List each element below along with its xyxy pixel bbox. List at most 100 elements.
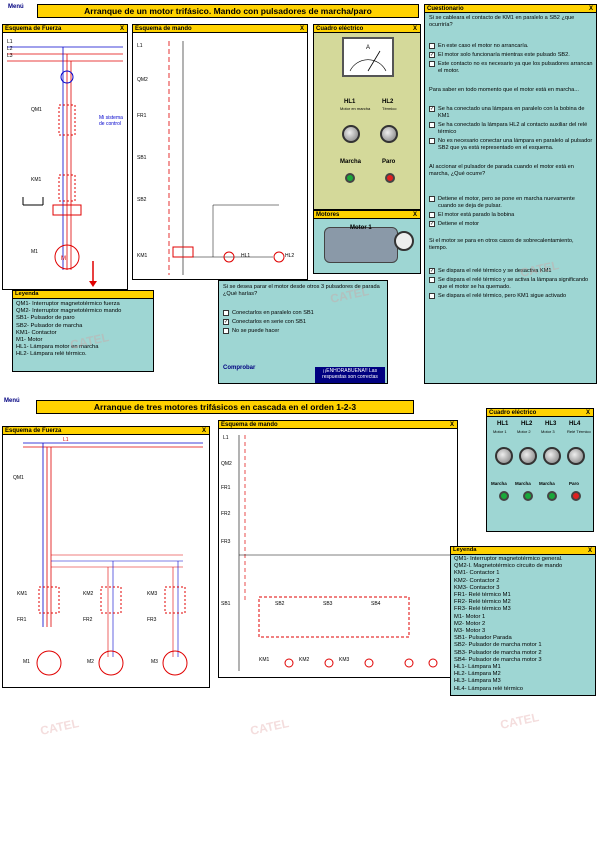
button-label: Marcha [515, 481, 531, 486]
system-note: Mi sistema de control [99, 115, 123, 127]
control-window-title: Esquema de mando [133, 25, 307, 33]
lamp-indicator [567, 447, 585, 465]
ammeter: A [342, 37, 394, 77]
svg-text:M: M [61, 256, 66, 262]
control-window-title: Esquema de mando [219, 421, 457, 429]
start-button[interactable] [345, 173, 355, 183]
start-motor1-button[interactable] [499, 491, 509, 501]
stop-button[interactable] [385, 173, 395, 183]
motors-window-title: Motores [314, 211, 420, 219]
lamp-label: Motor 3 [541, 429, 555, 434]
check-button[interactable]: Comprobar [223, 365, 256, 371]
electric-panel-window[interactable]: Cuadro eléctrico X HL1 HL2 HL3 HL4 Motor… [486, 408, 594, 532]
close-button[interactable]: X [588, 6, 593, 12]
button-label: Marcha [539, 481, 555, 486]
quiz-checkbox[interactable]: ✓ [429, 221, 435, 227]
quiz-option[interactable]: En este caso el motor no arrancaría. [429, 43, 593, 50]
quiz-question-1: Si se cableara el contacto de KM1 en par… [429, 15, 575, 28]
close-button[interactable]: X [587, 548, 592, 554]
quiz-option[interactable]: No es necesario conectar una lámpara en … [429, 138, 593, 152]
quiz-checkbox[interactable]: ✓ [429, 106, 435, 112]
label-qm2: QM2 [221, 461, 232, 467]
legend-item: HL1- Lámpara motor en marcha [16, 344, 99, 351]
label-km1: KM1 [17, 591, 28, 597]
power-diagram-window[interactable]: Esquema de Fuerza X L1 QM1 KM1 KM2 KM3 F… [2, 426, 210, 688]
close-button[interactable]: X [119, 26, 124, 32]
quiz-option[interactable]: ✓Detiene el motor [429, 221, 480, 227]
legend-item: KM1- Contactor [16, 329, 57, 336]
quiz-option[interactable]: Se dispara el relé térmico y se activa l… [429, 277, 593, 291]
label-fr1: FR1 [17, 617, 27, 623]
lamp-label: Relé Térmico [567, 429, 591, 434]
quiz-window[interactable]: Cuestionario X Si se cableara el contact… [424, 4, 597, 384]
quiz-checkbox[interactable] [429, 212, 435, 218]
label-sb1: SB1 [137, 155, 147, 161]
label-km2: KM2 [83, 591, 94, 597]
label-m2: M2 [87, 659, 94, 665]
quiz-checkbox[interactable] [429, 293, 435, 299]
start-motor3-button[interactable] [547, 491, 557, 501]
answer-option[interactable]: ✓Conectarlos en serie con SB1 [223, 319, 307, 325]
quiz-checkbox[interactable] [429, 43, 435, 49]
power-diagram-window[interactable]: Esquema de Fuerza X M L1 L2 L3 QM1 KM1 M… [2, 24, 128, 290]
legend-item: SB3- Pulsador de marcha motor 2 [454, 649, 542, 656]
label-fr3: FR3 [147, 617, 157, 623]
quiz-checkbox[interactable] [429, 138, 435, 144]
quiz-checkbox[interactable]: ✓ [429, 268, 435, 274]
quiz-checkbox[interactable] [429, 196, 435, 202]
quiz-option[interactable]: ✓El motor solo funcionaría mientras este… [429, 52, 570, 58]
close-button[interactable]: X [201, 428, 206, 434]
legend-item: SB2- Pulsador de marcha [16, 322, 83, 329]
quiz-checkbox[interactable] [429, 61, 435, 67]
lamp2-label: Térmico [382, 106, 397, 111]
quiz-checkbox[interactable]: ✓ [429, 52, 435, 58]
close-button[interactable]: X [449, 422, 454, 428]
stop-button[interactable] [571, 491, 581, 501]
label-qm2: QM2 [137, 77, 148, 83]
quiz-option[interactable]: ✓Se dispara el relé térmico y se desacti… [429, 268, 552, 274]
panel-window-title: Cuadro eléctrico [314, 25, 420, 33]
label-fr2: FR2 [221, 511, 231, 517]
button-label: Paro [569, 481, 580, 486]
quiz-question-2: Para saber en todo momento que el motor … [429, 87, 579, 93]
lamp-code: HL2 [521, 421, 533, 427]
motors-window[interactable]: Motores X Motor 1 [313, 210, 421, 274]
answer-option[interactable]: No se puede hacer [223, 328, 383, 335]
menu-link[interactable]: Menú [8, 4, 24, 10]
quiz-option[interactable]: Se ha conectado la lámpara HL2 al contac… [429, 122, 593, 136]
label-m1: M1 [31, 249, 38, 255]
quiz-option[interactable]: Este contacto no es necesario ya que los… [429, 61, 593, 75]
legend-item: SB4- Pulsador de marcha motor 3 [454, 656, 542, 663]
electric-panel-window[interactable]: Cuadro eléctrico X A HL1 Motor en marcha… [313, 24, 421, 210]
quiz-checkbox[interactable] [429, 122, 435, 128]
menu-link[interactable]: Menú [4, 398, 20, 404]
legend-item: QM1- Interruptor magnetotérmico fuerza [16, 301, 120, 307]
label-fr3: FR3 [221, 539, 231, 545]
lamp1-label: Motor en marcha [340, 106, 371, 111]
close-button[interactable]: X [299, 26, 304, 32]
start-motor2-button[interactable] [523, 491, 533, 501]
answer-checkbox[interactable] [223, 328, 229, 334]
label-sb3: SB3 [323, 601, 333, 607]
label-km1: KM1 [259, 657, 270, 663]
lamp-indicator [519, 447, 537, 465]
power-schematic [23, 442, 203, 676]
answer-checkbox[interactable]: ✓ [223, 319, 229, 325]
quiz-option[interactable]: Detiene el motor, pero se pone en marcha… [429, 196, 593, 210]
lamp-indicator [543, 447, 561, 465]
answer-checkbox[interactable] [223, 310, 229, 316]
control-diagram-window[interactable]: Esquema de mando X L1 QM2 FR1 SB1 SB2 KM… [132, 24, 308, 280]
quiz-checkbox[interactable] [429, 277, 435, 283]
close-button[interactable]: X [412, 26, 417, 32]
answer-option[interactable]: Conectarlos en paralelo con SB1 [223, 310, 383, 317]
legend-panel: Leyenda QM1- Interruptor magnetotérmico … [12, 290, 154, 372]
lamp-code: HL1 [497, 421, 509, 427]
label-km1: KM1 [31, 177, 42, 183]
legend-item: QM2-I. Magnetotérmico circuito de mando [454, 563, 563, 570]
quiz-option[interactable]: El motor está parado la bobina [429, 212, 593, 219]
quiz-option[interactable]: Se dispara el relé térmico, pero KM1 sig… [429, 293, 593, 300]
quiz-option[interactable]: ✓Se ha conectado una lámpara en paralelo… [429, 106, 585, 119]
close-button[interactable]: X [585, 410, 590, 416]
control-diagram-window[interactable]: Esquema de mando X L1 QM2 FR1 FR2 FR3 SB… [218, 420, 458, 678]
close-button[interactable]: X [412, 212, 417, 218]
